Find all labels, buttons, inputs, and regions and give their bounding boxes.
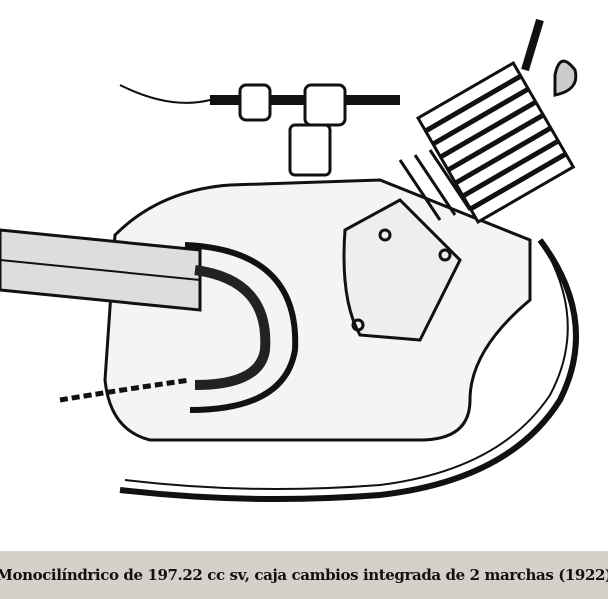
cylinder [415, 60, 576, 225]
caption-bar: Monocilíndrico de 197.22 cc sv, caja cam… [0, 551, 608, 599]
image-caption: Monocilíndrico de 197.22 cc sv, caja cam… [0, 566, 608, 584]
cover-plate [342, 198, 462, 342]
chain-guard [184, 242, 299, 413]
engine-drawing [0, 18, 579, 502]
valve-springs [398, 149, 472, 221]
chain [59, 377, 191, 403]
spark-plug [521, 18, 544, 72]
crankcase-outline [103, 178, 532, 442]
exhaust-pipe [119, 238, 579, 502]
engine-illustration [0, 18, 579, 502]
